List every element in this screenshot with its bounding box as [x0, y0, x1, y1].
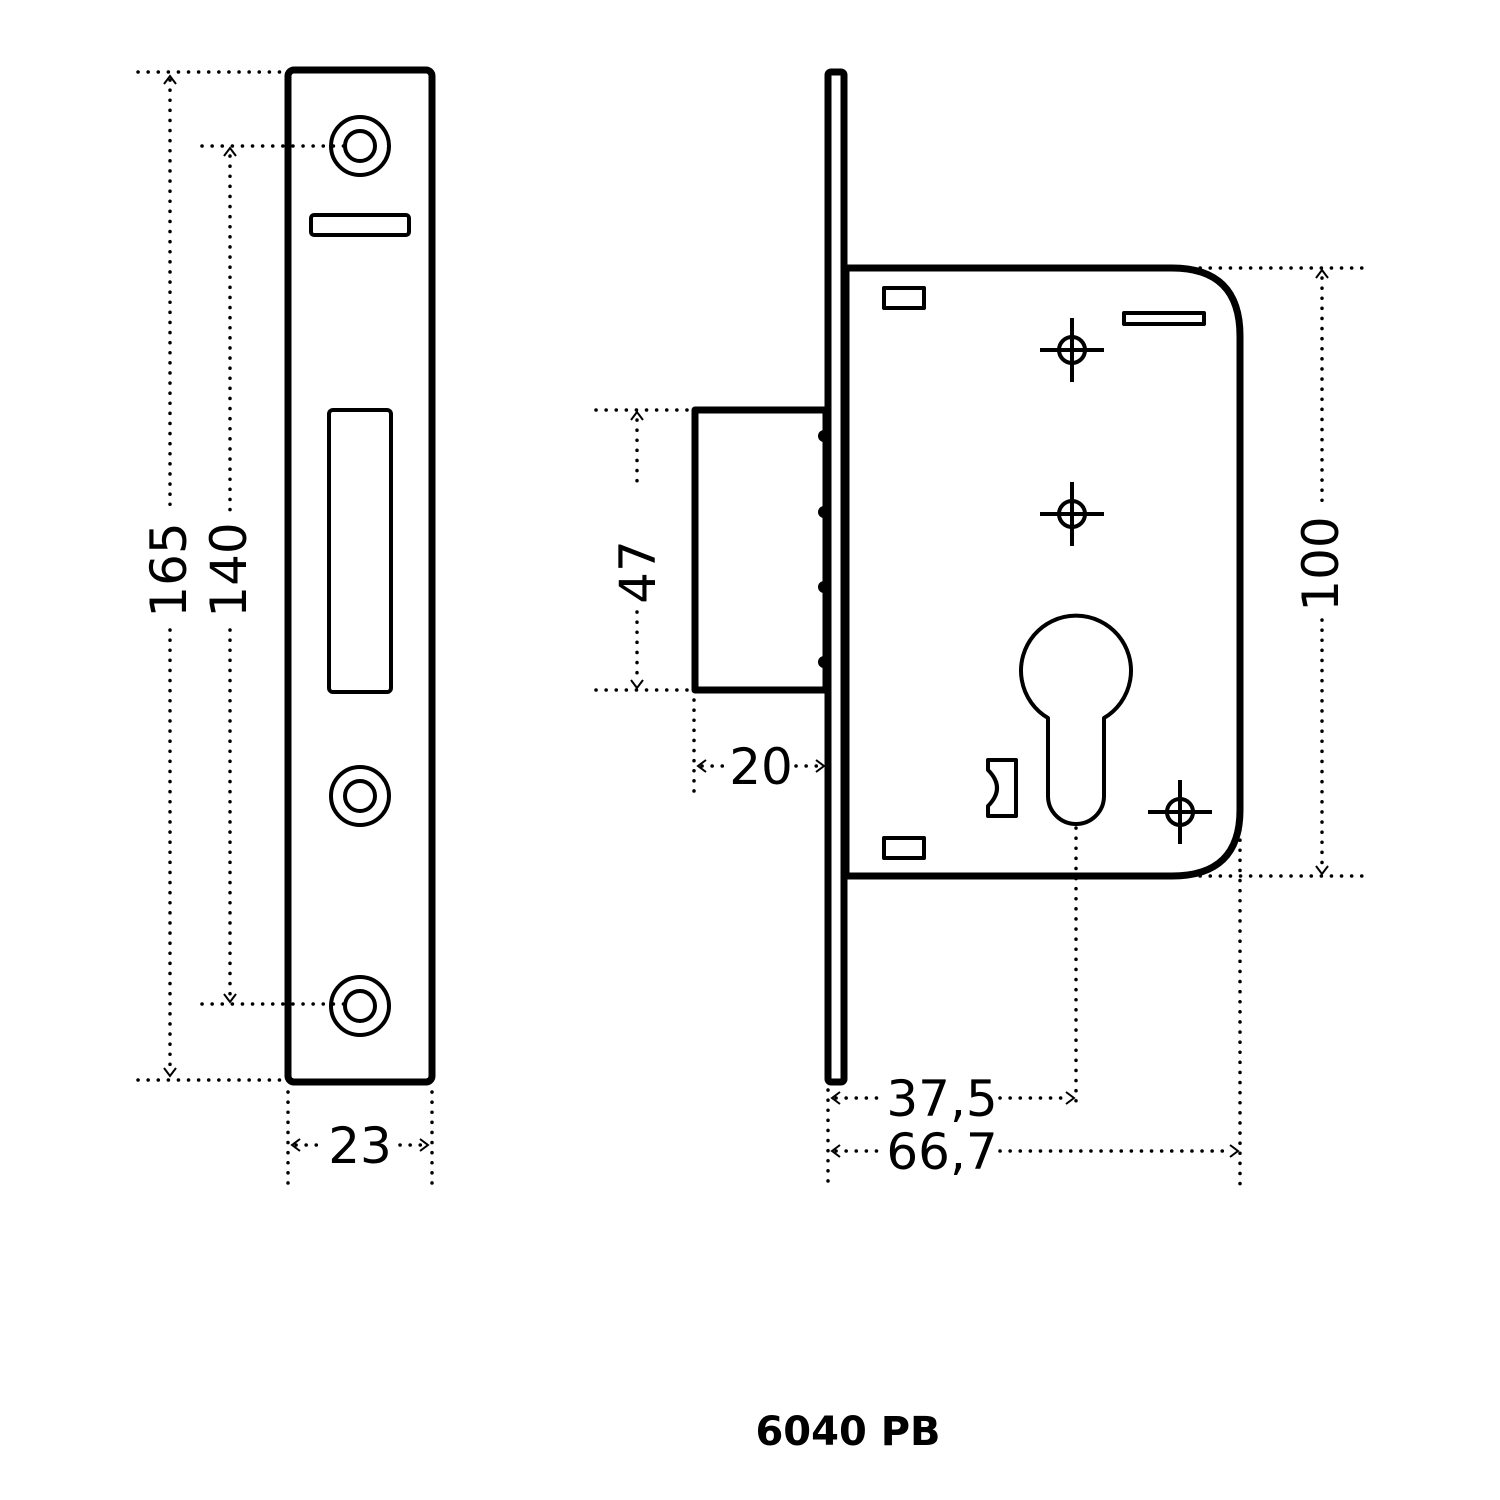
dimension-faceplate-length: 165: [136, 70, 288, 1082]
cam-bracket: [986, 758, 1018, 818]
dimension-label-37-5: 37,5: [886, 1070, 997, 1128]
mounting-hole-middle: [1040, 482, 1104, 546]
dimension-bolt-height: 47: [594, 408, 692, 692]
faceplate-slot: [309, 213, 411, 237]
case-slot-top-right: [1122, 311, 1206, 326]
lock-body-side-view: [691, 68, 1244, 1086]
case-slot-top-left: [882, 286, 926, 310]
dimension-bolt-throw: 20: [692, 698, 826, 802]
bolt-opening: [327, 408, 393, 694]
dimension-label-140: 140: [200, 522, 258, 617]
dimension-label-165: 165: [140, 522, 198, 617]
screw-hole-middle: [329, 765, 391, 827]
dimension-screw-spacing: 140: [200, 144, 352, 1006]
mounting-hole-lower: [1148, 780, 1212, 844]
bolt: [691, 406, 830, 694]
lock-case-outline: [842, 264, 1244, 880]
dimension-label-23: 23: [328, 1117, 392, 1175]
dimension-case-depth: 66,7: [830, 828, 1242, 1192]
dimension-label-20: 20: [729, 738, 793, 796]
dimension-faceplate-width: 23: [286, 1090, 434, 1190]
dimension-case-height: 100: [1188, 266, 1368, 878]
screw-hole-top: [329, 115, 391, 177]
dimension-label-66-7: 66,7: [886, 1123, 997, 1181]
faceplate-side: [824, 68, 848, 1086]
mounting-hole-upper: [1040, 318, 1104, 382]
bolt-rollers: [818, 430, 830, 668]
faceplate-front-view: [284, 66, 436, 1086]
case-slot-bottom-left: [882, 836, 926, 860]
dimension-backset: 37,5: [826, 826, 1078, 1192]
model-title: 6040 PB: [755, 1409, 940, 1455]
screw-hole-bottom: [329, 975, 391, 1037]
dimension-label-100: 100: [1292, 516, 1350, 611]
cylinder-profile-hole: [1019, 613, 1133, 826]
dimension-label-47: 47: [609, 540, 667, 604]
